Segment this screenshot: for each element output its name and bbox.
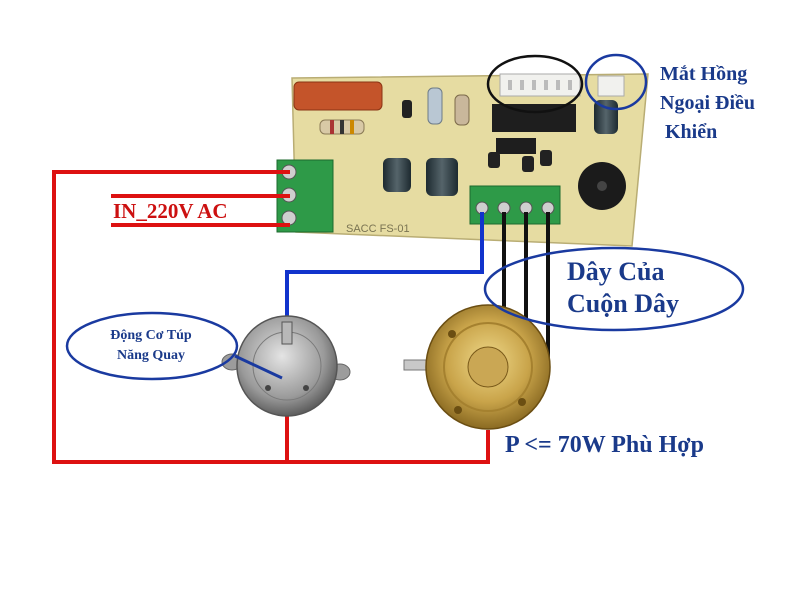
ir-connector-highlight: [486, 54, 584, 114]
power-input-label: IN_220V AC: [113, 199, 228, 223]
ir-receiver: [597, 75, 625, 97]
transistor: [488, 152, 500, 168]
motor-wire-blue: [285, 212, 484, 332]
resistor: [454, 94, 470, 126]
annotations: [65, 53, 745, 381]
wattage-label: P <= 70W Phù Hợp: [505, 432, 704, 458]
electrolytic-capacitor: [426, 158, 458, 196]
wires: [52, 170, 550, 464]
ir-receiver-label: Mắt Hồng Ngoại Điều Khiển: [660, 63, 755, 143]
ic-chip: [496, 138, 536, 154]
transistor: [540, 150, 552, 166]
electrolytic-capacitor: [594, 100, 618, 134]
ir-receiver-highlight: [584, 53, 648, 111]
live-wire-top: [52, 170, 490, 464]
transistor: [522, 156, 534, 172]
transistor: [402, 100, 412, 118]
swing-motor-label: Động Cơ Túp Năng Quay: [110, 328, 192, 363]
controller-board: SACC FS-01: [276, 73, 649, 247]
coil-wires-label: Dây Của Cuộn Dây: [567, 257, 679, 318]
synchronous-motor: [221, 315, 351, 417]
fan-motor: [403, 304, 551, 430]
electrolytic-capacitor: [383, 158, 411, 192]
coil-callout: [483, 246, 745, 332]
motor-callout: [65, 311, 239, 381]
motor-callout-pointer: [234, 354, 283, 380]
ic-chip: [492, 104, 576, 132]
resistor: [427, 87, 443, 125]
pcb-model-label: SACC FS-01: [346, 223, 410, 235]
ir-connector: [499, 73, 581, 97]
x2-capacitor: [293, 81, 383, 111]
